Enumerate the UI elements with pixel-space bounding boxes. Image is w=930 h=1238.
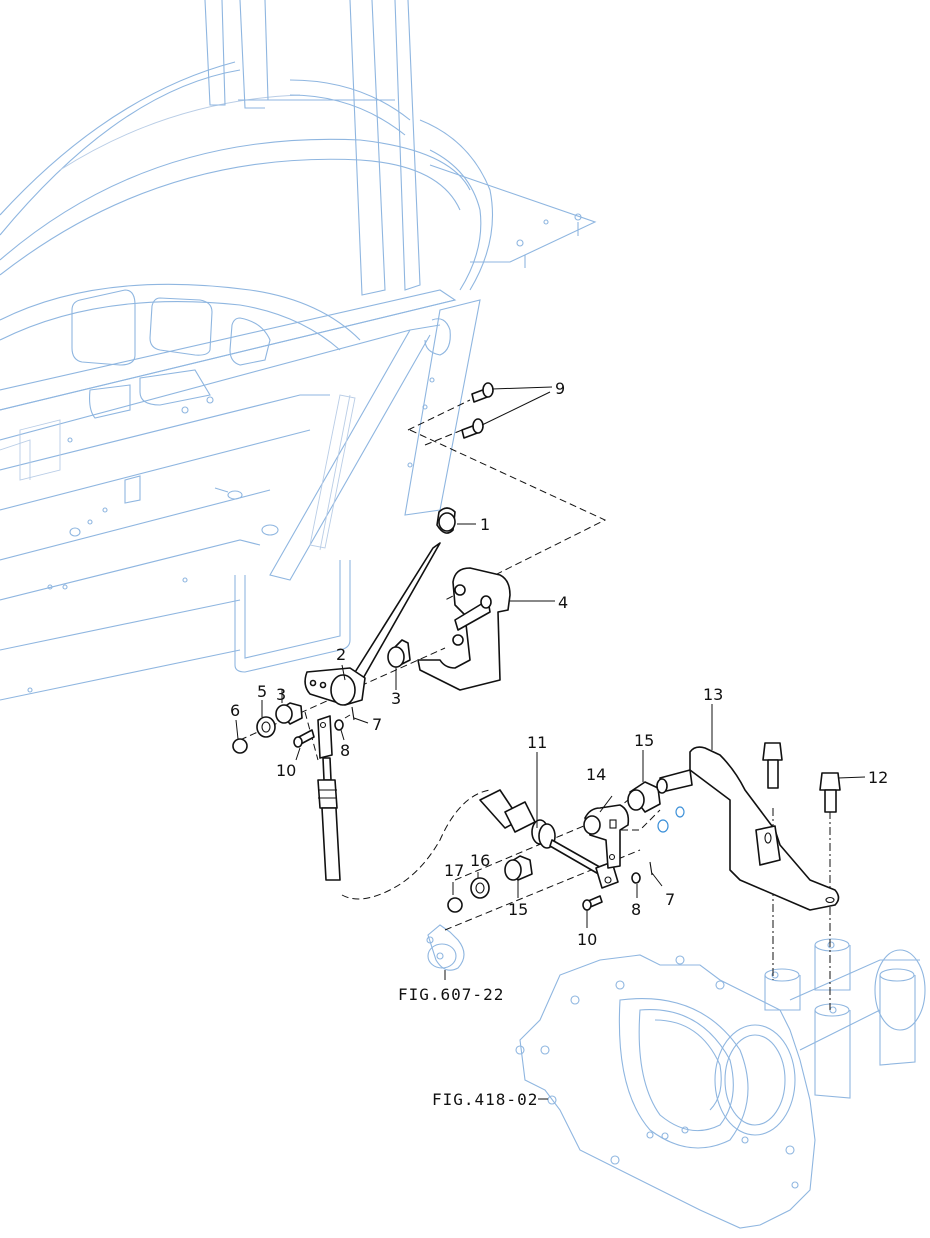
assembly-lines <box>239 399 831 1010</box>
callout-13: 13 <box>703 685 723 704</box>
callout-16: 16 <box>470 851 490 870</box>
callout-10-right: 10 <box>577 930 597 949</box>
callout-3-right: 3 <box>391 689 401 708</box>
callout-11: 11 <box>527 733 547 752</box>
part-5-washer[interactable] <box>256 716 276 738</box>
callout-7-left: 7 <box>372 715 382 734</box>
part-10-pin-left[interactable] <box>293 729 315 748</box>
callout-17: 17 <box>444 861 464 880</box>
callout-1: 1 <box>480 515 490 534</box>
callout-14: 14 <box>586 765 606 784</box>
part-16-washer[interactable] <box>470 877 490 899</box>
callout-labels: 1 2 3 3 4 5 6 7 7 8 8 9 10 10 11 12 13 1… <box>230 379 888 1109</box>
part-17-snap-ring[interactable] <box>447 897 463 913</box>
part-1-cap[interactable] <box>436 507 456 534</box>
part-7-cotter-pin-right[interactable] <box>649 861 653 876</box>
part-9-bolts[interactable] <box>461 382 494 439</box>
callout-2: 2 <box>336 645 346 664</box>
part-8-washer-left[interactable] <box>334 719 344 731</box>
washer-ring-highlight <box>657 806 685 833</box>
part-8-washer-right[interactable] <box>631 872 641 884</box>
part-15-bushing-lower[interactable] <box>504 855 533 881</box>
cable-end-left <box>317 715 341 881</box>
part-15-bushing-upper[interactable] <box>627 781 661 813</box>
part-12-bolt-left[interactable] <box>762 742 783 789</box>
part-13-bracket[interactable] <box>656 746 840 911</box>
part-3-bushing-left[interactable] <box>275 702 303 725</box>
callout-6: 6 <box>230 701 240 720</box>
part-7-cotter-pin-left[interactable] <box>351 706 355 721</box>
figure-ref-418-02[interactable]: FIG.418-02 <box>432 1090 538 1109</box>
callout-15-upper: 15 <box>634 731 654 750</box>
callout-5: 5 <box>257 682 267 701</box>
part-3-bushing-right[interactable] <box>387 639 411 668</box>
callout-15-lower: 15 <box>508 900 528 919</box>
callout-3-left: 3 <box>276 685 286 704</box>
callout-12: 12 <box>868 768 888 787</box>
part-12-bolt-right[interactable] <box>819 772 841 813</box>
leader-lines <box>235 386 866 1100</box>
part-2-lever[interactable] <box>304 542 441 706</box>
part-4-bracket[interactable] <box>417 567 511 691</box>
callout-7-right: 7 <box>665 890 675 909</box>
figure-ref-607-22[interactable]: FIG.607-22 <box>398 985 504 1004</box>
part-10-pin-right[interactable] <box>582 895 603 911</box>
fig-607-22-part-context <box>426 924 465 971</box>
callout-4: 4 <box>558 593 568 612</box>
callout-9: 9 <box>555 379 565 398</box>
part-6-snap-ring[interactable] <box>232 738 248 754</box>
gearbox-housing-context <box>515 938 926 1229</box>
callout-8-right: 8 <box>631 900 641 919</box>
vehicle-frame-context <box>0 0 597 701</box>
callout-8-left: 8 <box>340 741 350 760</box>
part-14-clevis-bracket[interactable] <box>583 804 630 869</box>
part-11-cable[interactable] <box>479 789 619 889</box>
callout-10-left: 10 <box>276 761 296 780</box>
